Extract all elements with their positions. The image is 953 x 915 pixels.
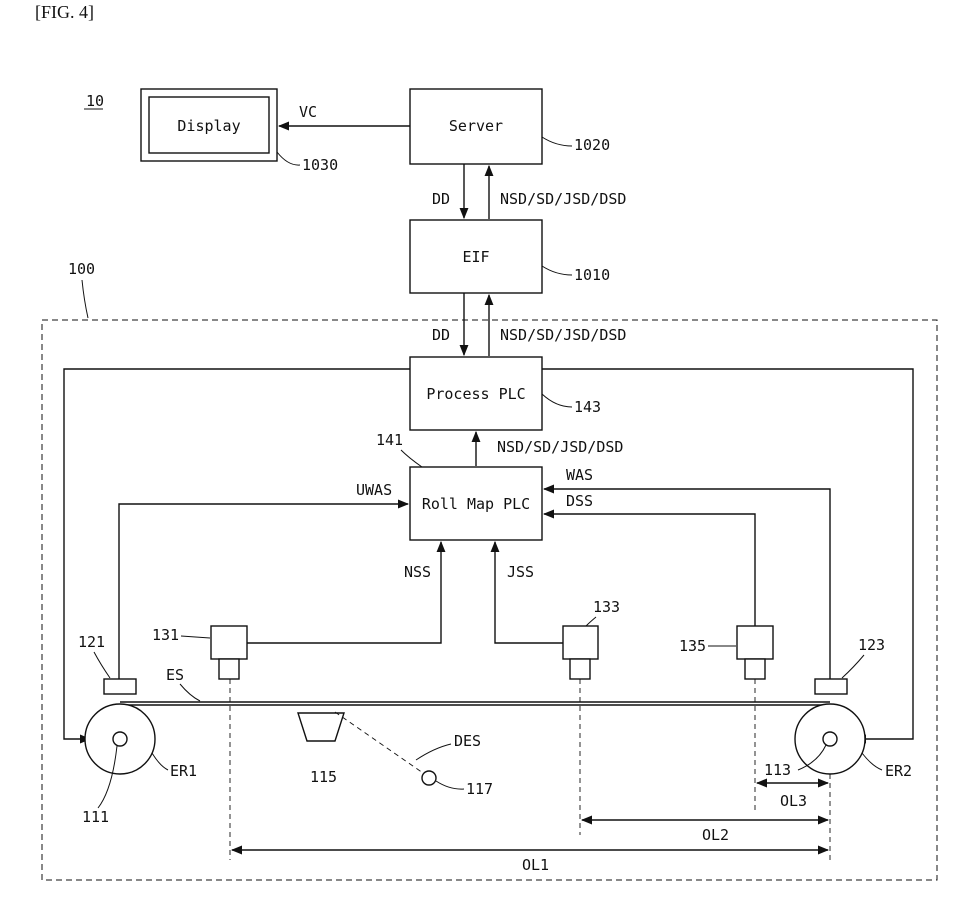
server-label: Server bbox=[449, 117, 503, 135]
roll-map-plc-block: Roll Map PLC bbox=[410, 467, 542, 540]
sensor-133 bbox=[563, 626, 598, 679]
ref-117-leader bbox=[436, 781, 464, 789]
er2-label: ER2 bbox=[885, 762, 912, 780]
dd-mid-label: DD bbox=[432, 326, 450, 344]
dss-label: DSS bbox=[566, 492, 593, 510]
process-plc-ref-leader bbox=[542, 394, 572, 407]
ref-117-label: 117 bbox=[466, 780, 493, 798]
ref-111-label: 111 bbox=[82, 808, 109, 826]
process-plc-ref-label: 143 bbox=[574, 398, 601, 416]
server-ref-label: 1020 bbox=[574, 136, 610, 154]
display-block: Display bbox=[141, 89, 277, 161]
encoder-121-leader bbox=[94, 652, 110, 678]
sensor-135-label: 135 bbox=[679, 637, 706, 655]
encoder-121 bbox=[104, 679, 136, 694]
display-ref-label: 1030 bbox=[302, 156, 338, 174]
nsd-low-label: NSD/SD/JSD/DSD bbox=[497, 438, 623, 456]
was-label: WAS bbox=[566, 466, 593, 484]
jss-line bbox=[495, 542, 563, 643]
vc-label: VC bbox=[299, 103, 317, 121]
jss-label: JSS bbox=[507, 563, 534, 581]
des-label: DES bbox=[454, 732, 481, 750]
display-label: Display bbox=[177, 117, 240, 135]
sensor-131 bbox=[211, 626, 247, 679]
ref-115-label: 115 bbox=[310, 768, 337, 786]
process-plc-block: Process PLC bbox=[410, 357, 542, 430]
dd-top-label: DD bbox=[432, 190, 450, 208]
display-ref-leader bbox=[277, 152, 300, 165]
ref-113-label: 113 bbox=[764, 761, 791, 779]
es-leader bbox=[180, 684, 200, 701]
roller-er1 bbox=[85, 704, 155, 774]
roller-er2 bbox=[795, 704, 865, 774]
encoder-123-leader bbox=[842, 655, 864, 678]
eif-block: EIF bbox=[410, 220, 542, 293]
sensor-133-leader bbox=[586, 617, 596, 626]
ol3-label: OL3 bbox=[780, 792, 807, 810]
uwas-line bbox=[119, 504, 408, 679]
eif-label: EIF bbox=[462, 248, 489, 266]
device-117 bbox=[422, 771, 436, 785]
device-115 bbox=[298, 713, 344, 741]
server-block: Server bbox=[410, 89, 542, 164]
er1-label: ER1 bbox=[170, 762, 197, 780]
encoder-123 bbox=[815, 679, 847, 694]
des-leader bbox=[416, 744, 451, 760]
es-label: ES bbox=[166, 666, 184, 684]
eif-ref-label: 1010 bbox=[574, 266, 610, 284]
eif-ref-leader bbox=[542, 266, 572, 275]
ol2-label: OL2 bbox=[702, 826, 729, 844]
roll-map-plc-ref-leader bbox=[401, 450, 422, 467]
des-path bbox=[335, 712, 423, 773]
roll-map-plc-ref-label: 141 bbox=[376, 431, 403, 449]
nss-label: NSS bbox=[404, 563, 431, 581]
sensor-135 bbox=[737, 626, 773, 679]
nss-line bbox=[247, 542, 441, 643]
ol1-label: OL1 bbox=[522, 856, 549, 874]
dss-line bbox=[544, 514, 755, 626]
nsd-top-label: NSD/SD/JSD/DSD bbox=[500, 190, 626, 208]
server-ref-leader bbox=[542, 137, 572, 146]
sensor-131-leader bbox=[181, 636, 210, 638]
device-ref-leader bbox=[82, 280, 88, 318]
er2-leader bbox=[862, 753, 882, 770]
figure-caption: [FIG. 4] bbox=[35, 2, 94, 22]
system-ref-label: 10 bbox=[86, 92, 104, 110]
nsd-mid-label: NSD/SD/JSD/DSD bbox=[500, 326, 626, 344]
process-plc-label: Process PLC bbox=[426, 385, 525, 403]
encoder-121-label: 121 bbox=[78, 633, 105, 651]
device-ref-label: 100 bbox=[68, 260, 95, 278]
encoder-123-label: 123 bbox=[858, 636, 885, 654]
sensor-131-label: 131 bbox=[152, 626, 179, 644]
sensor-133-label: 133 bbox=[593, 598, 620, 616]
uwas-label: UWAS bbox=[356, 481, 392, 499]
right-frame-line bbox=[542, 369, 913, 739]
roll-map-plc-label: Roll Map PLC bbox=[422, 495, 530, 513]
er1-leader bbox=[152, 753, 168, 770]
